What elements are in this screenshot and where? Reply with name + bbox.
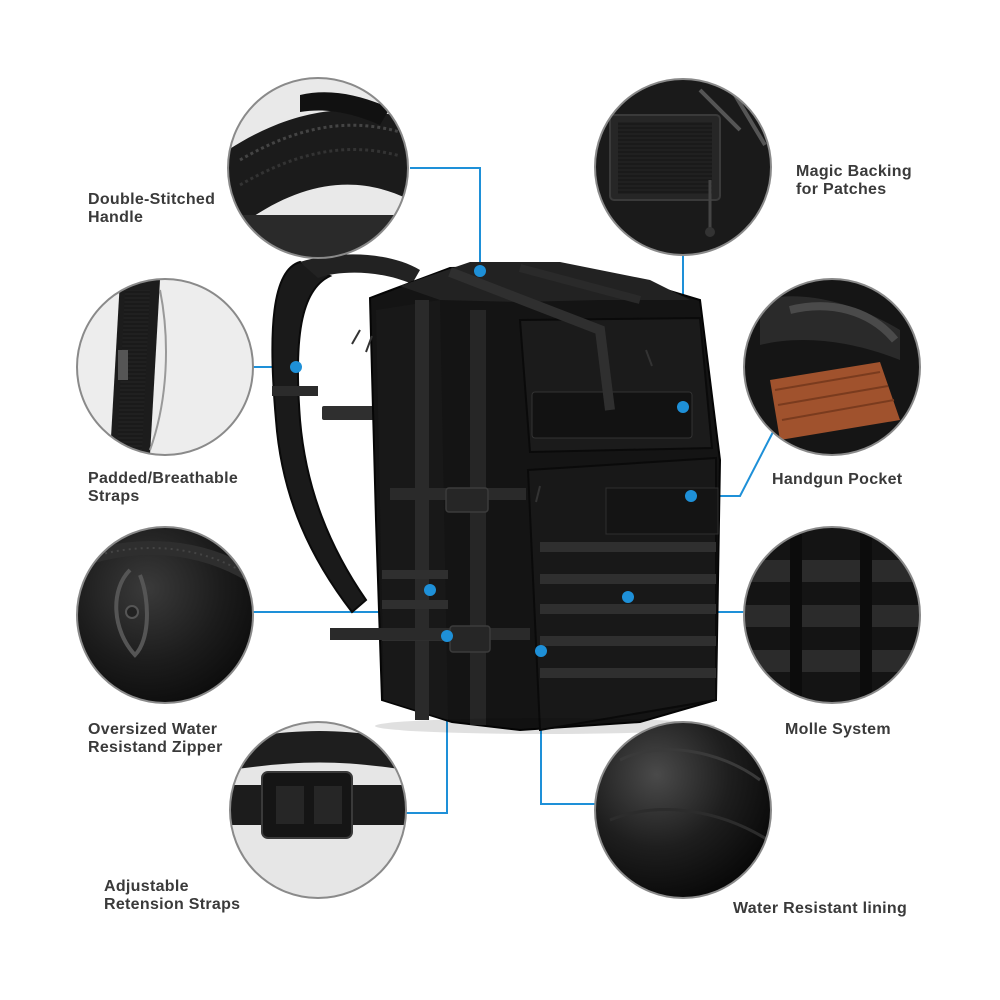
label-handle: Double-Stitched Handle <box>88 191 215 227</box>
label-handgun-line-1: Handgun Pocket <box>772 471 903 488</box>
callout-dot-retension <box>441 630 453 642</box>
detail-circle-handgun <box>743 278 921 456</box>
detail-circle-patches <box>594 78 772 256</box>
callout-dot-molle <box>622 591 634 603</box>
label-zipper: Oversized Water Resistand Zipper <box>88 721 223 757</box>
label-straps-line-2: Straps <box>88 488 140 505</box>
detail-circle-molle <box>743 526 921 704</box>
label-retension-line-1: Adjustable <box>104 878 189 895</box>
label-zipper-line-2: Resistand Zipper <box>88 739 223 756</box>
detail-circle-handle <box>227 77 409 259</box>
label-patches-line-1: Magic Backing <box>796 163 912 180</box>
backpack-image <box>271 254 722 734</box>
detail-circle-straps <box>76 278 254 456</box>
label-patches-line-2: for Patches <box>796 181 887 198</box>
label-retension: Adjustable Retension Straps <box>104 878 240 914</box>
callout-dot-zipper <box>424 584 436 596</box>
label-zipper-line-1: Oversized Water <box>88 721 218 738</box>
callout-line-handle <box>410 167 481 268</box>
detail-circle-lining <box>594 721 772 899</box>
callout-dot-lining <box>535 645 547 657</box>
label-handle-line-2: Handle <box>88 209 144 226</box>
detail-circle-zipper <box>76 526 254 704</box>
label-lining: Water Resistant lining <box>733 900 907 918</box>
label-handgun: Handgun Pocket <box>772 471 902 489</box>
label-lining-line-1: Water Resistant lining <box>733 900 908 917</box>
label-molle-line-1: Molle System <box>785 721 891 738</box>
label-straps: Padded/Breathable Straps <box>88 470 238 506</box>
label-straps-line-1: Padded/Breathable <box>88 470 239 487</box>
callout-dot-straps <box>290 361 302 373</box>
label-molle: Molle System <box>785 721 891 739</box>
callout-dot-handgun <box>685 490 697 502</box>
detail-circle-retension <box>229 721 407 899</box>
callout-dot-handle <box>474 265 486 277</box>
label-retension-line-2: Retension Straps <box>104 896 241 913</box>
label-patches: Magic Backing for Patches <box>796 163 912 199</box>
callout-dots <box>290 265 697 657</box>
callout-dot-patches <box>677 401 689 413</box>
label-handle-line-1: Double-Stitched <box>88 191 216 208</box>
